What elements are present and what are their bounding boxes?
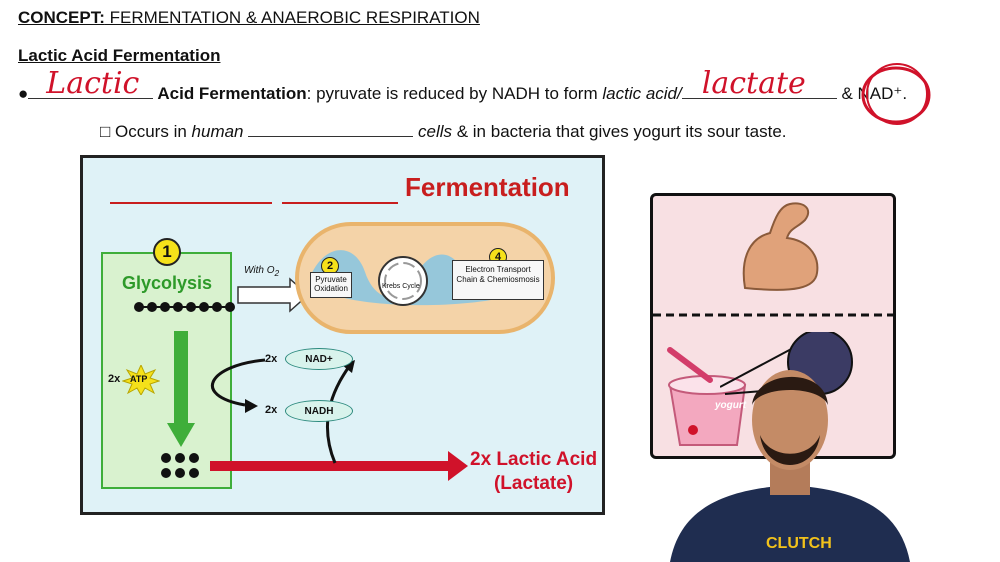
o2-subscript: 2 [274, 268, 280, 278]
handwritten-lactate: lactate [701, 66, 806, 101]
blank-2: lactate [681, 66, 837, 101]
sub-bullet-line: □ Occurs in human cells & in bacteria th… [100, 120, 787, 142]
bullet-text-2: & NAD⁺. [841, 84, 908, 103]
with-o2-label: With O2 [244, 265, 279, 278]
yogurt-label: yogurt [715, 400, 747, 411]
sub-text-3: & in bacteria that gives yogurt its sour… [452, 122, 787, 141]
atp-count: 2x [108, 373, 121, 385]
with-o2-text: With O [244, 265, 275, 276]
title-prefix: CONCEPT: [18, 8, 105, 27]
title-rest: FERMENTATION & ANAEROBIC RESPIRATION [104, 8, 480, 27]
glucose-chain [134, 302, 235, 312]
page-title: CONCEPT: FERMENTATION & ANAEROBIC RESPIR… [18, 8, 480, 28]
yogurt-cup-icon [667, 347, 747, 446]
presenter-silhouette: CLUTCH [670, 370, 910, 562]
krebs-label: Krebs Cycle [382, 283, 420, 290]
sub-cells: cells [417, 122, 452, 141]
sub-text-1: Occurs in [110, 122, 192, 141]
nadh-pill: NADH [285, 400, 353, 422]
green-arrow-shaft [174, 331, 188, 423]
green-arrow-head [167, 423, 195, 447]
bullet-line: ● Lactic Acid Fermentation: pyruvate is r… [18, 66, 908, 104]
blank-1: Lactic [28, 66, 154, 101]
blank-3 [248, 120, 414, 137]
handwritten-lactic: Lactic [46, 66, 140, 101]
svg-text:CLUTCH: CLUTCH [766, 535, 832, 552]
red-circle-annotation [861, 63, 931, 125]
lactic-acid-output: 2x Lactic Acid (Lactate) [470, 448, 597, 496]
glycolysis-label: Glycolysis [122, 273, 213, 293]
panel-divider [653, 313, 893, 317]
flexed-arm-icon [742, 202, 819, 291]
nad-curve-arrow [211, 358, 266, 407]
nadh-count: 2x [265, 404, 278, 416]
atp-burst-icon [122, 365, 160, 395]
lactic-acid-line2: (Lactate) [493, 473, 574, 494]
bold-term: Acid Fermentation [153, 84, 307, 103]
with-o2-arrow [237, 277, 310, 313]
pyruvate-oxidation-box: Pyruvate Oxidation [310, 272, 352, 298]
glycolysis-box [101, 252, 232, 489]
nad-count: 2x [265, 353, 278, 365]
diagram-graphics [134, 277, 468, 481]
red-arrow-head [448, 451, 468, 481]
pyruvate-chains [161, 453, 199, 478]
title-blanks [110, 202, 398, 204]
section-subtitle: Lactic Acid Fermentation [18, 46, 221, 65]
atp-label: ATP [130, 374, 148, 384]
fermentation-title: Fermentation [405, 172, 570, 202]
sub-italic-human: human [191, 122, 244, 141]
nad-plus-pill: NAD+ [285, 348, 353, 370]
red-arrow-shaft [210, 461, 450, 471]
italic-term: lactic acid/ [602, 84, 682, 103]
lactic-acid-line1: 2x Lactic Acid [470, 449, 598, 470]
bullet-dot: ● [18, 84, 29, 103]
krebs-cycle-icon [378, 256, 428, 306]
step-1-badge: 1 [153, 238, 181, 266]
etc-box: Electron Transport Chain & Chemiosmosis [452, 260, 544, 300]
sub-bullet-box: □ [100, 122, 111, 141]
bullet-text-1: : pyruvate is reduced by NADH to form [306, 84, 603, 103]
